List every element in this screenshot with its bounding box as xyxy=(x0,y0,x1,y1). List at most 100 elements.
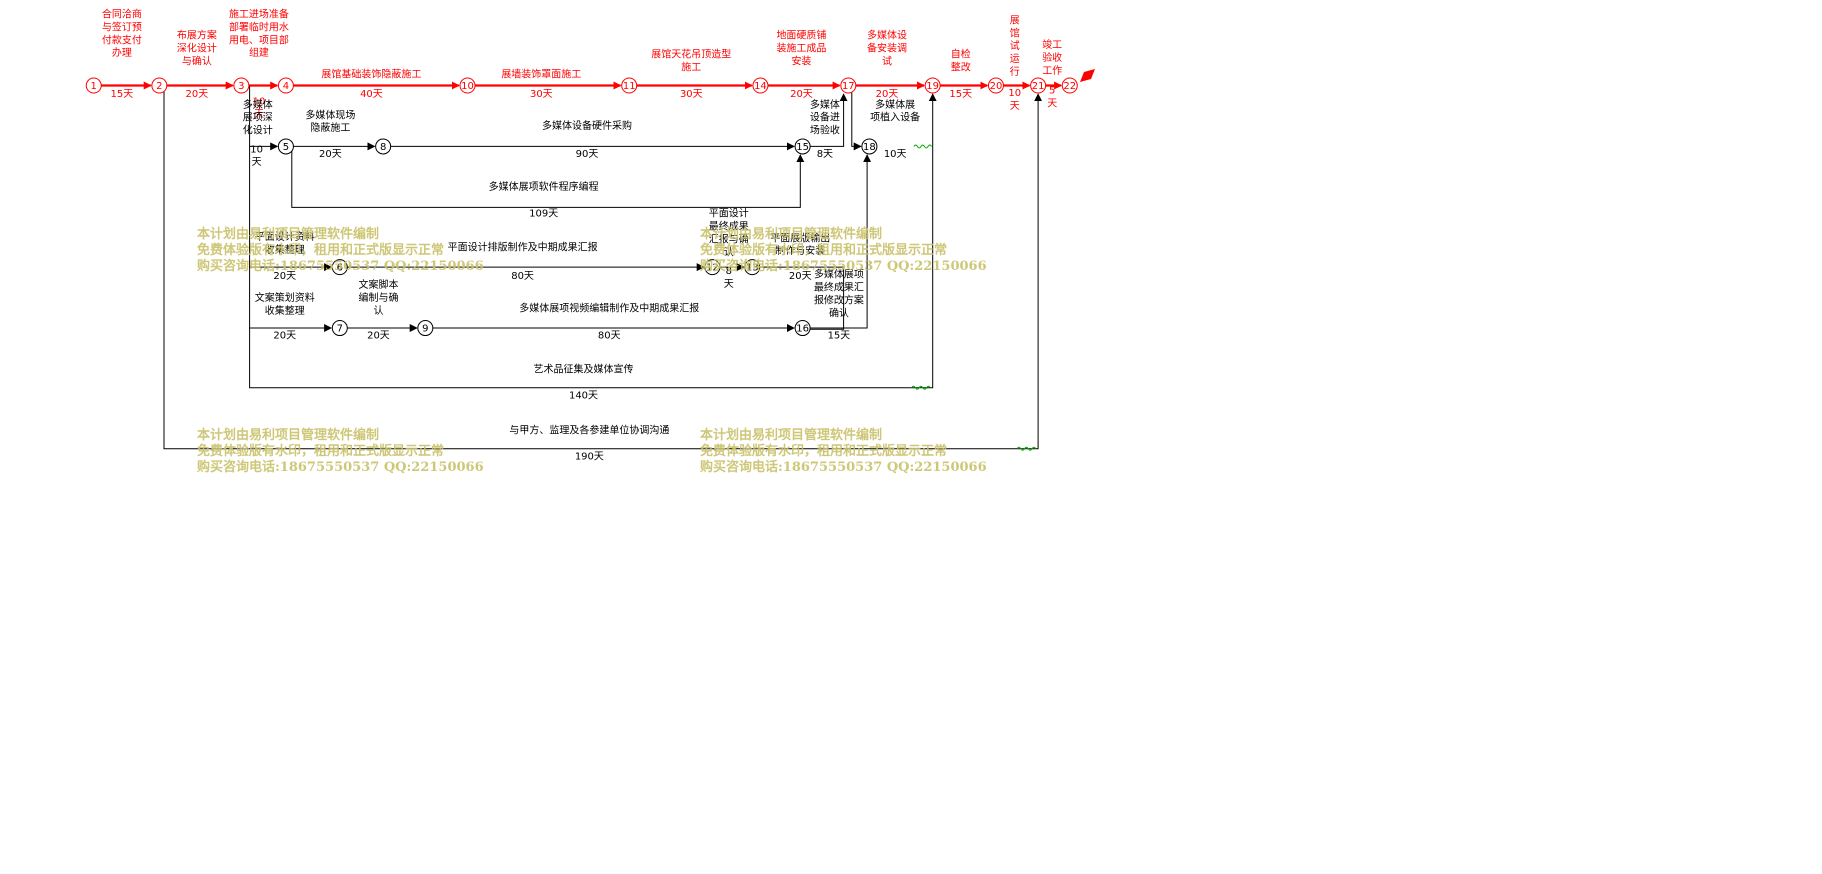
node-20 xyxy=(987,77,1004,94)
node-1 xyxy=(85,77,102,94)
activity-arrow-17-18 xyxy=(851,85,862,151)
node-number-19: 19 xyxy=(926,81,939,92)
activity-name-1-2: 合同洽商与签订预付款支付办理 xyxy=(102,8,142,60)
activity-name-3-7: 文案策划资料收集整理 xyxy=(255,291,315,317)
node-9 xyxy=(417,320,434,337)
activity-duration-3-19: 140天 xyxy=(569,390,598,401)
node-5 xyxy=(277,138,294,155)
activity-name-3-6: 平面设计资料收集整理 xyxy=(255,230,315,256)
activity-name-12-13: 平面设计最终成果汇报与确认 xyxy=(709,207,749,259)
activity-duration-3-7: 20天 xyxy=(273,331,296,342)
activity-name-3-5: 多媒体展项深化设计 xyxy=(243,98,273,137)
activity-name-16-18: 多媒体展项最终成果汇报修改方案确认 xyxy=(814,268,864,320)
activity-arrow-13-16 xyxy=(752,266,845,330)
node-13 xyxy=(744,259,761,276)
activity-duration-14-17: 20天 xyxy=(790,89,813,100)
node-4 xyxy=(277,77,294,94)
node-number-14: 14 xyxy=(754,81,767,92)
finish-flag-icon xyxy=(1080,69,1095,82)
activity-duration-17-18: 10天 xyxy=(884,149,907,160)
node-7 xyxy=(331,320,348,337)
node-3 xyxy=(233,77,250,94)
node-12 xyxy=(704,259,721,276)
node-18 xyxy=(861,138,878,155)
node-number-17: 17 xyxy=(842,81,855,92)
activity-name-4-10: 展馆基础装饰隐蔽施工 xyxy=(321,67,421,80)
activity-duration-13-16: 20天 xyxy=(789,271,812,282)
activity-name-11-14: 展馆天花吊顶造型施工 xyxy=(651,47,731,73)
node-number-16: 16 xyxy=(796,324,809,335)
activity-name-9-16: 多媒体展项视频编辑制作及中期成果汇报 xyxy=(519,302,699,315)
free-float-line-17-18 xyxy=(913,144,932,149)
activity-name-17-18: 多媒体展项植入设备 xyxy=(870,98,920,124)
activity-name-8-15: 多媒体设备硬件采购 xyxy=(542,119,632,132)
activity-name-17-19: 多媒体设备安装调试 xyxy=(867,29,907,68)
node-number-21: 21 xyxy=(1032,81,1045,92)
activity-arrow-15-17 xyxy=(802,93,848,147)
node-11 xyxy=(621,77,638,94)
node-number-18: 18 xyxy=(863,142,876,153)
watermark-text: 本计划由易利项目管理软件编制 免费体验版有水印，租用和正式版显示正常 购买咨询电… xyxy=(197,227,484,274)
activity-duration-2-3: 20天 xyxy=(185,89,208,100)
node-number-4: 4 xyxy=(283,81,289,92)
activity-arrow-3-19 xyxy=(249,93,937,389)
node-number-12: 12 xyxy=(706,263,719,274)
activity-name-5-8: 多媒体现场隐蔽施工 xyxy=(305,108,355,134)
node-10 xyxy=(459,77,476,94)
activity-duration-8-15: 90天 xyxy=(576,149,599,160)
node-number-2: 2 xyxy=(156,81,162,92)
activity-name-2-21: 与甲方、监理及各参建单位协调沟通 xyxy=(509,423,669,436)
watermark-text: 本计划由易利项目管理软件编制 免费体验版有水印，租用和正式版显示正常 购买咨询电… xyxy=(700,227,987,274)
activity-name-15-17: 多媒体设备进场验收 xyxy=(810,98,840,137)
activity-name-7-9: 文案脚本编制与确认 xyxy=(358,278,398,317)
node-2 xyxy=(151,77,168,94)
watermark-text: 本计划由易利项目管理软件编制 免费体验版有水印，租用和正式版显示正常 购买咨询电… xyxy=(700,428,987,475)
activity-name-3-4: 施工进场准备部署临时用水用电、项目部组建 xyxy=(229,8,289,60)
activity-arrow-5-15 xyxy=(291,146,805,208)
node-22 xyxy=(1061,77,1078,94)
node-number-8: 8 xyxy=(380,142,386,153)
activity-duration-3-6: 20天 xyxy=(273,271,296,282)
activity-name-10-11: 展墙装饰罩面施工 xyxy=(501,67,581,80)
node-number-5: 5 xyxy=(283,142,289,153)
activity-name-6-12: 平面设计排版制作及中期成果汇报 xyxy=(448,241,598,254)
activity-name-13-16: 平面展版输出制作与安装 xyxy=(770,231,830,257)
activity-name-20-21: 展馆试运行 xyxy=(1010,14,1020,78)
activity-name-5-15: 多媒体展项软件程序编程 xyxy=(489,180,599,193)
activity-duration-4-10: 40天 xyxy=(360,89,383,100)
activity-duration-16-18: 15天 xyxy=(828,331,851,342)
activity-duration-2-21: 190天 xyxy=(575,451,604,462)
activity-name-2-3: 布展方案深化设计与确认 xyxy=(177,29,217,68)
activity-arrow-2-21 xyxy=(163,85,1043,450)
node-number-13: 13 xyxy=(746,263,759,274)
activity-duration-7-9: 20天 xyxy=(367,331,390,342)
activity-duration-17-19: 20天 xyxy=(876,89,899,100)
activity-duration-11-14: 30天 xyxy=(680,89,703,100)
activity-duration-1-2: 15天 xyxy=(110,89,133,100)
watermark-text: 本计划由易利项目管理软件编制 免费体验版有水印，租用和正式版显示正常 购买咨询电… xyxy=(197,428,484,475)
node-8 xyxy=(375,138,392,155)
node-number-3: 3 xyxy=(238,81,244,92)
node-number-11: 11 xyxy=(623,81,636,92)
node-19 xyxy=(924,77,941,94)
node-number-1: 1 xyxy=(91,81,97,92)
free-float-line-3-19 xyxy=(911,385,931,390)
node-number-7: 7 xyxy=(337,324,343,335)
activity-name-14-17: 地面硬质铺装施工成品安装 xyxy=(776,29,826,68)
activity-name-19-20: 自检整改 xyxy=(951,47,971,73)
node-number-22: 22 xyxy=(1063,81,1076,92)
node-14 xyxy=(752,77,769,94)
activity-duration-5-15: 109天 xyxy=(529,209,558,220)
activity-name-21-22: 竣工验收工作 xyxy=(1042,38,1062,77)
node-number-9: 9 xyxy=(422,324,428,335)
node-21 xyxy=(1030,77,1047,94)
activity-duration-19-20: 15天 xyxy=(949,89,972,100)
activity-name-3-19: 艺术品征集及媒体宣传 xyxy=(534,363,634,376)
node-15 xyxy=(794,138,811,155)
